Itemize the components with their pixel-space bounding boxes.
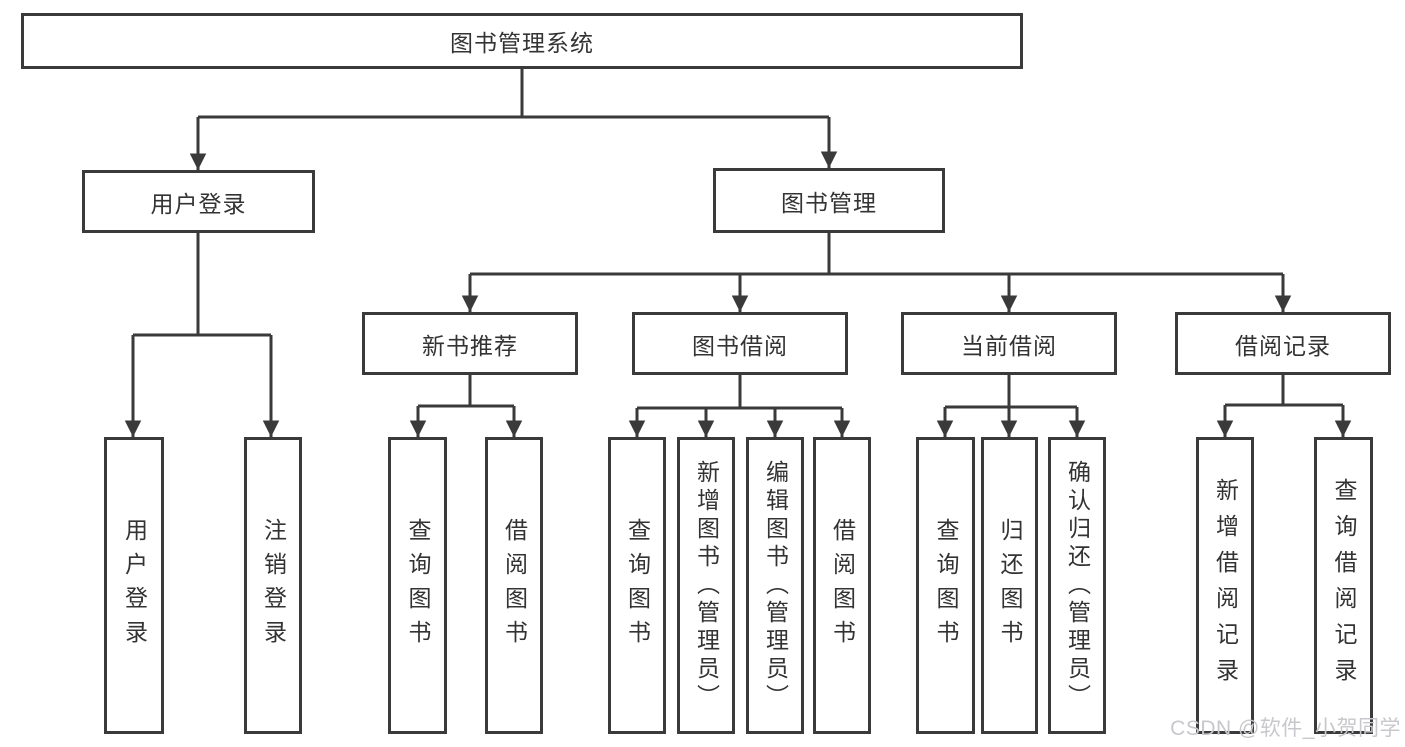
node-book-management: 图书管理 [713, 168, 945, 233]
node-borrow-books-1: 借阅图书 [485, 437, 543, 734]
node-new-book-recommendation: 新书推荐 [362, 312, 578, 375]
node-logout-leaf: 注销登录 [244, 437, 302, 734]
node-label: 用户登录 [150, 190, 247, 217]
node-label: 当前借阅 [961, 332, 1057, 359]
node-book-borrowing: 图书借阅 [632, 312, 848, 375]
node-label: 注销登录 [260, 517, 287, 654]
connector-book-management-children [461, 233, 1292, 312]
node-label: 查询借阅记录 [1331, 477, 1357, 694]
node-query-borrow-record: 查询借阅记录 [1314, 437, 1373, 734]
node-label: 图书管理系统 [450, 30, 594, 56]
node-label: 借阅图书 [501, 517, 528, 654]
node-label: 用户登录 [121, 517, 148, 654]
connector-new-book-recommendation-children [409, 375, 523, 437]
node-query-books-2: 查询图书 [608, 437, 666, 734]
node-label: 图书管理 [781, 189, 877, 216]
connector-current-borrowing-children [936, 375, 1086, 437]
node-edit-book-admin: 编辑图书（管理员） [746, 437, 804, 734]
node-label: 借阅记录 [1235, 332, 1331, 359]
node-current-borrowing: 当前借阅 [901, 312, 1117, 375]
node-confirm-return-admin: 确认归还（管理员） [1048, 437, 1106, 734]
node-label: 图书借阅 [692, 332, 788, 359]
node-label: 归还图书 [997, 517, 1023, 654]
node-borrow-books-2: 借阅图书 [813, 437, 871, 734]
node-user-login-group: 用户登录 [82, 170, 315, 233]
node-add-book-admin: 新增图书（管理员） [677, 437, 735, 734]
node-label: 查询图书 [624, 517, 651, 654]
node-add-borrow-record: 新增借阅记录 [1196, 437, 1254, 734]
csdn-watermark: CSDN @软件_小贺同学 [1170, 717, 1401, 740]
connector-book-borrowing-children [628, 375, 851, 437]
node-borrowing-records: 借阅记录 [1175, 312, 1391, 375]
node-label: 新增图书（管理员） [693, 459, 720, 712]
node-query-books-3: 查询图书 [916, 437, 975, 734]
node-query-books-1: 查询图书 [388, 437, 447, 734]
node-label: 新书推荐 [422, 332, 518, 359]
node-return-books: 归还图书 [981, 437, 1038, 734]
node-label: 查询图书 [933, 517, 959, 654]
node-label: 确认归还（管理员） [1064, 459, 1091, 712]
node-label: 编辑图书（管理员） [762, 459, 789, 712]
node-label: 借阅图书 [829, 517, 856, 654]
node-library-management-system: 图书管理系统 [21, 13, 1023, 69]
node-user-login-leaf: 用户登录 [104, 437, 164, 734]
node-label: 新增借阅记录 [1212, 477, 1239, 694]
connector-borrowing-records-children [1216, 375, 1352, 437]
node-label: 查询图书 [405, 517, 431, 654]
connector-user-login-children [124, 233, 280, 437]
connector-root-to-level2 [189, 69, 838, 170]
